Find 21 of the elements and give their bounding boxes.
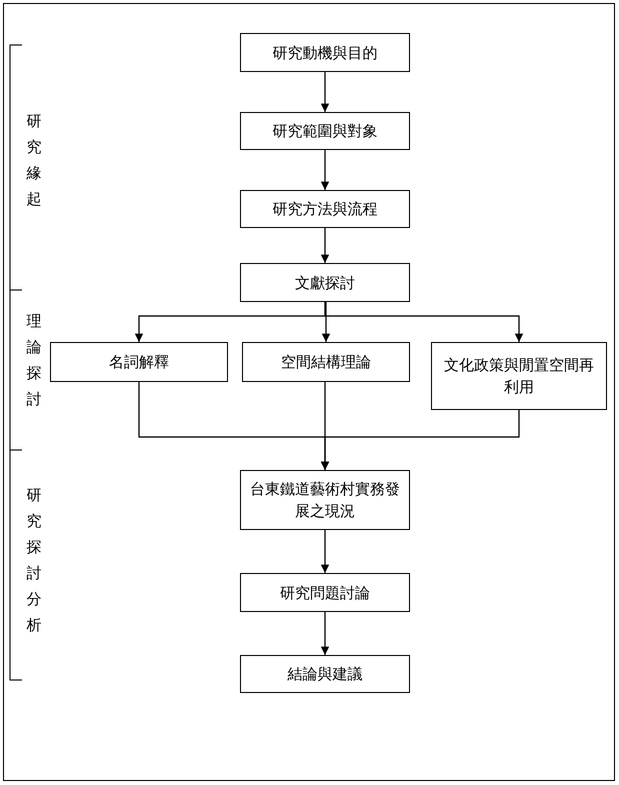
arrow (324, 302, 524, 342)
arrow (320, 612, 330, 655)
section-label: 研究探討分析 (26, 485, 42, 636)
process-box: 文化政策與閒置空間再利用 (431, 342, 607, 410)
section-label: 理論探討 (26, 311, 42, 410)
arrow (320, 410, 520, 470)
process-box: 台東鐵道藝術村實務發展之現況 (240, 470, 410, 530)
process-box: 名詞解釋 (50, 342, 228, 382)
arrow (322, 302, 330, 342)
process-box: 文獻探討 (240, 263, 410, 302)
process-box: 結論與建議 (240, 655, 410, 693)
process-box: 空間結構理論 (242, 342, 410, 382)
arrow (320, 530, 330, 573)
process-box: 研究範圍與對象 (240, 112, 410, 150)
arrow (320, 150, 330, 190)
process-box: 研究問題討論 (240, 573, 410, 612)
arrow (320, 228, 330, 263)
arrow (320, 72, 330, 112)
process-box: 研究方法與流程 (240, 190, 410, 228)
section-label: 研究緣起 (26, 111, 42, 210)
process-box: 研究動機與目的 (240, 33, 410, 72)
